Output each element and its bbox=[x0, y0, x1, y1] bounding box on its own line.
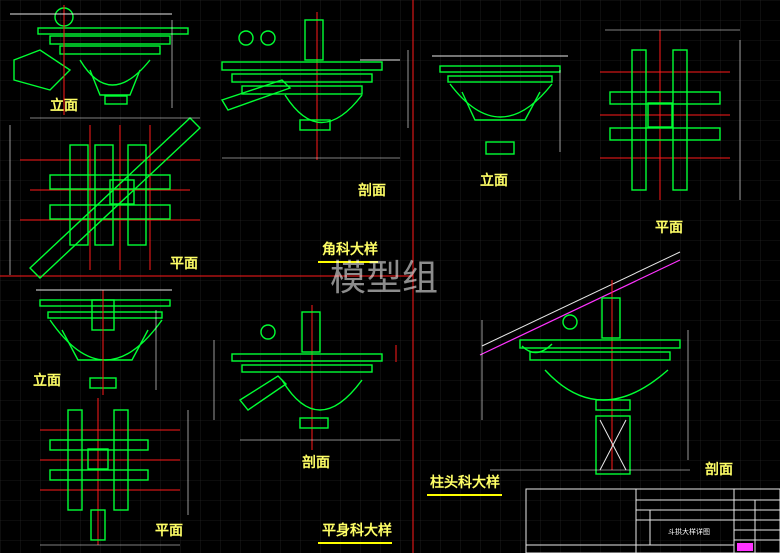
column-head-section-drawing bbox=[479, 251, 690, 475]
corner-section-label: 剖面 bbox=[358, 182, 386, 199]
corner-plan-label: 平面 bbox=[170, 256, 198, 272]
corner-plan-drawing bbox=[9, 117, 202, 279]
intermediate-bracket-title: 平身科大样 bbox=[322, 522, 392, 539]
column-head-elevation-drawing bbox=[432, 55, 568, 155]
corner-section-drawing bbox=[220, 12, 409, 160]
column-head-section-label: 剖面 bbox=[705, 461, 733, 478]
column-head-elevation-label: 立面 bbox=[480, 172, 508, 189]
intermediate-section-label: 剖面 bbox=[302, 454, 330, 471]
intermediate-section-drawing bbox=[213, 305, 400, 450]
corner-bracket-title: 角科大样 bbox=[322, 241, 378, 258]
intermediate-elevation-drawing bbox=[36, 289, 172, 395]
column-head-plan-drawing bbox=[600, 29, 741, 200]
intermediate-elevation-label: 立面 bbox=[33, 372, 61, 389]
intermediate-plan-drawing bbox=[40, 398, 189, 546]
column-head-bracket-title: 柱头科大样 bbox=[430, 474, 500, 491]
drawing-name: 斗拱大样详图 bbox=[668, 527, 710, 536]
intermediate-plan-label: 平面 bbox=[155, 523, 183, 539]
corner-elevation-label: 立面 bbox=[50, 97, 78, 114]
title-block bbox=[525, 488, 780, 553]
column-head-plan-label: 平面 bbox=[655, 220, 683, 236]
watermark: 模型组 bbox=[330, 258, 438, 299]
corner-elevation-drawing bbox=[10, 5, 189, 115]
